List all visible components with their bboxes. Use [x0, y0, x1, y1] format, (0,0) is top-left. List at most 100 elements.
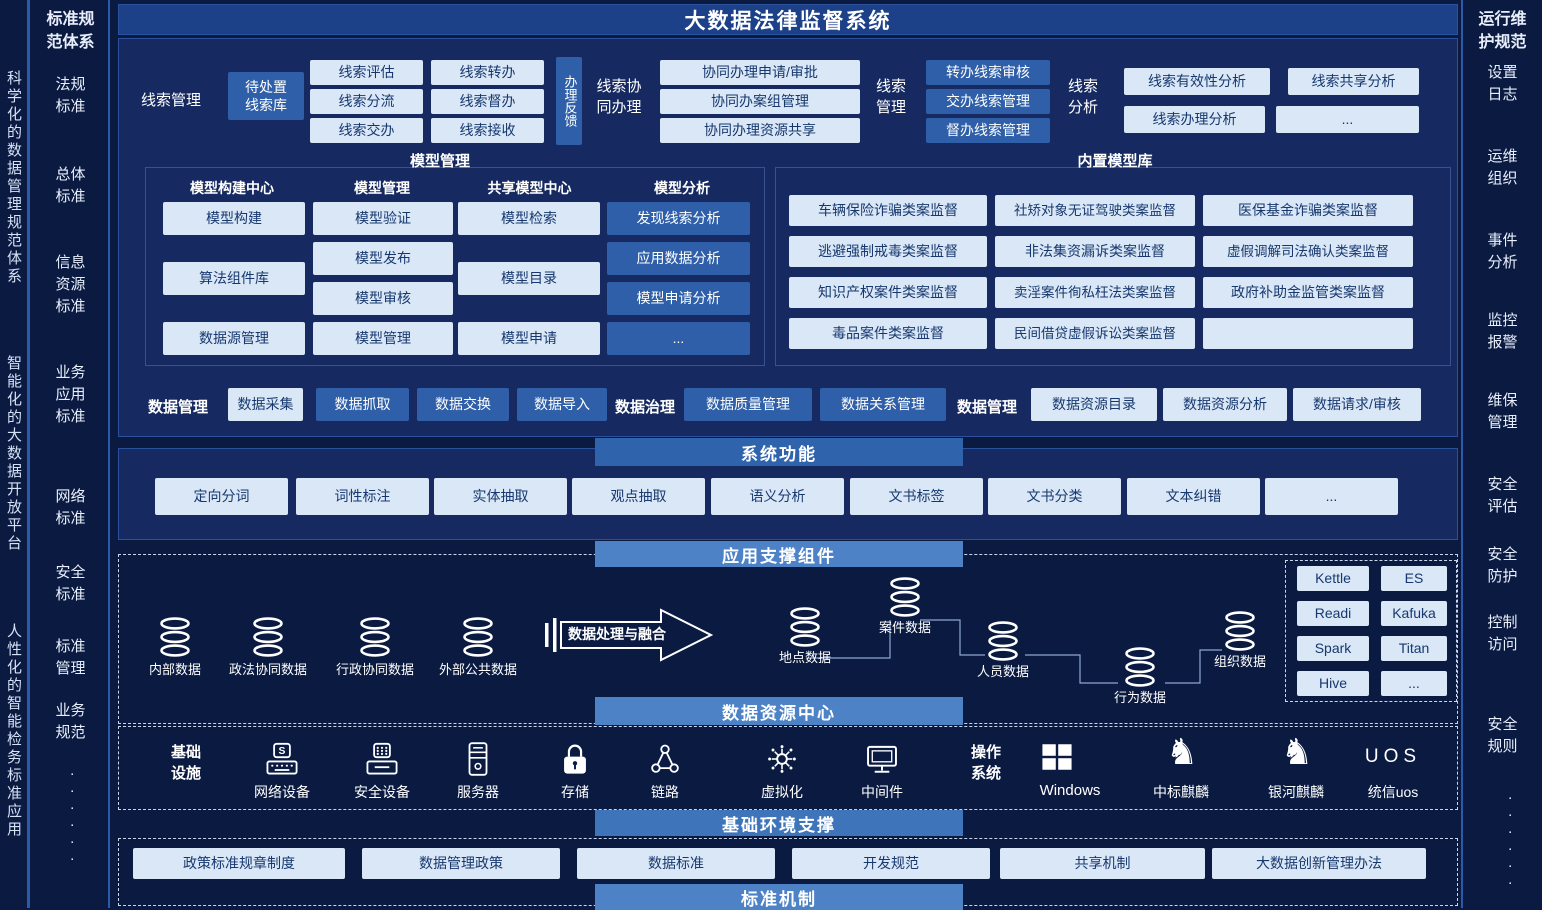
model-lib-empty-cell	[1203, 318, 1413, 349]
ops-item-maintain: 维保 管理	[1487, 392, 1518, 431]
model-lib-cell: 知识产权案件类案监督	[789, 277, 987, 308]
database-icon	[460, 616, 496, 658]
components-frame	[1285, 560, 1457, 702]
func-pos-tag-box: 词性标注	[296, 478, 429, 515]
device-link-label: 链路	[651, 784, 679, 800]
model-lib-cell: 非法集资漏诉类案监督	[995, 236, 1195, 267]
component-more-box: ...	[1381, 671, 1447, 696]
motto-2: 智能化的大数据开放平台	[5, 355, 22, 553]
infra-env-header: 基础环境支撑	[595, 810, 963, 836]
model-lib-cell: 民间借贷虚假诉讼类案监督	[995, 318, 1195, 349]
clue-analysis-label: 线索 分析	[1067, 78, 1098, 116]
link-nodes-icon	[648, 742, 682, 776]
model-mgmt-frame	[145, 167, 765, 366]
clue-assign-box: 线索交办	[310, 118, 423, 143]
model-manage-box: 模型管理	[313, 322, 453, 355]
func-opinion-extract-box: 观点抽取	[572, 478, 705, 515]
target-case-label: 案件数据	[878, 620, 931, 635]
fusion-arrow-icon	[545, 608, 714, 662]
infra-panel	[118, 726, 1458, 810]
kylin-icon: ♞	[1165, 731, 1199, 772]
data-governance-label: 数据治理	[614, 399, 675, 416]
func-text-correct-box: 文本纠错	[1127, 478, 1260, 515]
virtualization-icon	[765, 742, 799, 776]
app-support-header: 应用支撑组件	[595, 541, 963, 567]
model-lib-cell: 虚假调解司法确认类案监督	[1203, 236, 1413, 267]
model-lib-cell: 医保基金诈骗类案监督	[1203, 195, 1413, 226]
server-icon	[461, 742, 495, 776]
sidebar-item-business-app-standard: 业务 应用 标准	[55, 364, 86, 425]
component-kettle-box: Kettle	[1297, 566, 1369, 591]
datasource-mgmt-box: 数据源管理	[163, 322, 305, 355]
ops-item-access: 控制 访问	[1487, 614, 1518, 653]
database-icon	[887, 576, 923, 618]
model-lib-cell: 社矫对象无证驾驶类案监督	[995, 195, 1195, 226]
data-mgmt2-label: 数据管理	[956, 399, 1017, 416]
model-verify-box: 模型验证	[313, 202, 453, 235]
model-build-center-header: 模型构建中心	[190, 180, 274, 196]
database-icon	[787, 606, 823, 648]
fusion-arrow-label: 数据处理与融合	[568, 626, 666, 642]
system-functions-header: 系统功能	[595, 438, 963, 466]
device-virtualization-label: 虚拟化	[761, 784, 803, 800]
sidebar-item-security-standard: 安全 标准	[55, 564, 86, 603]
infra-label: 基础 设施	[170, 744, 201, 782]
model-share-center-header: 共享模型中心	[487, 180, 572, 196]
ops-item-ellipsis: ......	[1501, 786, 1519, 888]
data-quality-box: 数据质量管理	[684, 388, 812, 421]
supervise-mgmt-box: 督办线索管理	[926, 118, 1050, 143]
ops-item-monitor: 监控 报警	[1487, 312, 1518, 351]
policy-share-box: 共享机制	[1000, 848, 1205, 879]
model-search-box: 模型检索	[458, 202, 600, 235]
clue-analysis-more-box: ...	[1276, 106, 1419, 133]
data-resource-center-header: 数据资源中心	[595, 697, 963, 725]
source-admin-label: 行政协同数据	[335, 662, 414, 677]
database-icon	[985, 620, 1021, 662]
page-title: 大数据法律监督系统	[118, 4, 1458, 35]
ops-sidebar: 运行维 护规范 设置 日志 运维 组织 事件 分析 监控 报警 维保 管理 安全…	[1461, 0, 1542, 908]
os-label: 操作 系统	[970, 744, 1001, 782]
transfer-audit-box: 转办线索审核	[926, 60, 1050, 85]
model-lib-cell: 政府补助金监管类案监督	[1203, 277, 1413, 308]
sidebar-item-ellipsis: ......	[63, 762, 81, 864]
model-analysis-header: 模型分析	[654, 180, 710, 196]
data-exchange-box: 数据交换	[417, 388, 509, 421]
clue-supervise-box: 线索督办	[431, 89, 544, 114]
os-windows-label: Windows	[1039, 782, 1101, 799]
os-galaxy-kylin-label: 银河麒麟	[1268, 784, 1324, 800]
ops-item-rule: 安全 规则	[1487, 716, 1518, 755]
model-manage-header: 模型管理	[354, 180, 410, 196]
model-apply-box: 模型申请	[458, 322, 600, 355]
func-word-seg-box: 定向分词	[155, 478, 288, 515]
data-grab-box: 数据抓取	[316, 388, 409, 421]
policy-data-mgmt-box: 数据管理政策	[362, 848, 560, 879]
model-mgmt-title: 模型管理	[409, 153, 470, 170]
target-person-label: 人员数据	[976, 664, 1029, 679]
device-middleware-label: 中间件	[861, 784, 903, 800]
model-analysis-more-box: ...	[607, 322, 750, 355]
standards-sidebar-header: 标准规 范体系	[46, 11, 95, 52]
ops-item-org: 运维 组织	[1487, 148, 1518, 187]
clue-split-box: 线索分流	[310, 89, 423, 114]
feedback-box: 办理反馈	[556, 57, 582, 145]
source-public-label: 外部公共数据	[438, 662, 517, 677]
policy-dev-spec-box: 开发规范	[792, 848, 990, 879]
clue-share-analysis-box: 线索共享分析	[1288, 68, 1419, 95]
data-relation-box: 数据关系管理	[820, 388, 946, 421]
func-entity-extract-box: 实体抽取	[434, 478, 567, 515]
monitor-icon	[865, 742, 899, 776]
motto-1: 科学化的数据管理规范体系	[5, 69, 22, 286]
clue-transfer-box: 线索转办	[431, 60, 544, 85]
algo-components-box: 算法组件库	[163, 262, 305, 295]
func-doc-classify-box: 文书分类	[988, 478, 1121, 515]
device-storage-label: 存储	[561, 784, 589, 800]
model-catalog-box: 模型目录	[458, 262, 600, 295]
uos-logo: UOS	[1364, 746, 1422, 767]
clue-mgmt-label: 线索管理	[140, 92, 201, 109]
ops-item-protect: 安全 防护	[1487, 546, 1518, 585]
security-device-icon	[365, 742, 399, 776]
sidebar-item-law-standard: 法规 标准	[55, 76, 86, 115]
policy-data-standard-box: 数据标准	[577, 848, 775, 879]
data-mgmt-label: 数据管理	[147, 399, 208, 416]
